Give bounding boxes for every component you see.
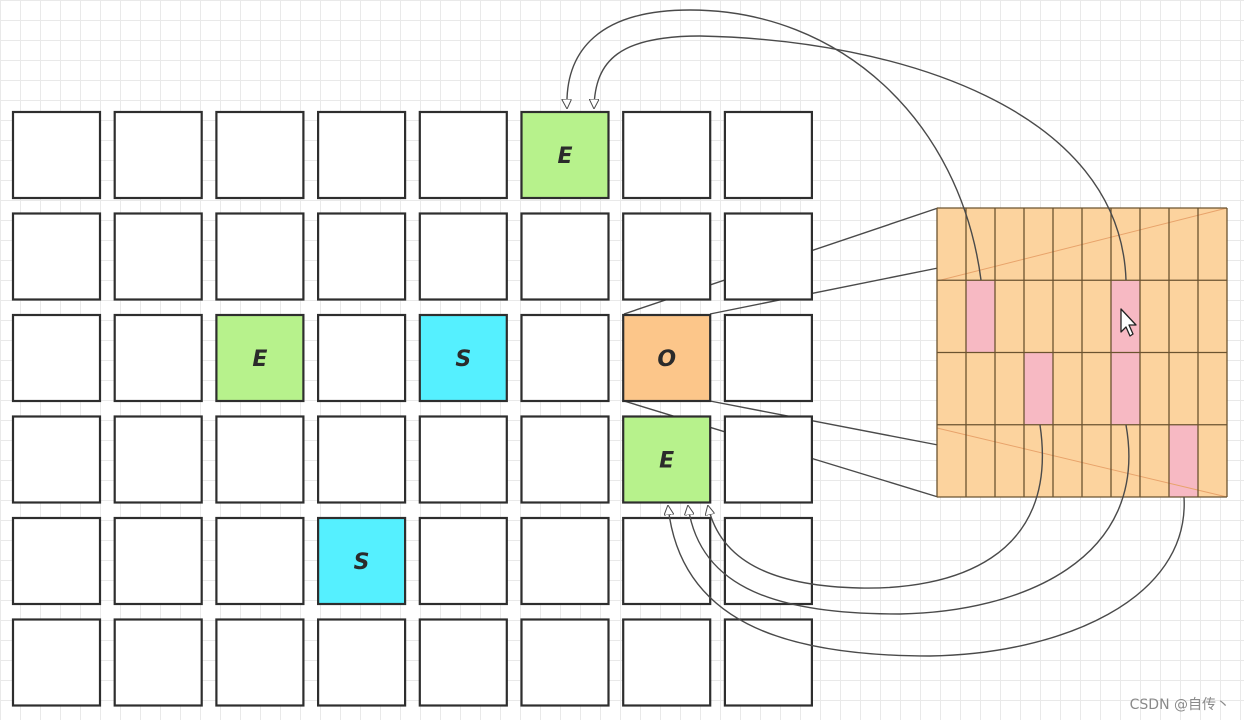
grid-cell (723, 212, 814, 301)
board-grid: E E S O E S (11, 110, 814, 707)
cell-label: E (659, 449, 674, 474)
grid-cell (520, 313, 610, 403)
grid-cell (418, 212, 508, 301)
cell-enemy (520, 110, 610, 200)
mapping-arrow-2 (594, 35, 1127, 281)
grid-cell (317, 618, 407, 707)
grid-cell (11, 516, 102, 606)
cell-label: E (557, 144, 572, 169)
mapping-arrow-1 (567, 9, 982, 281)
cell-label: E (252, 347, 267, 372)
mapping-arrow-4 (688, 424, 1130, 615)
grid-cell (215, 212, 305, 301)
cell-enemy (622, 415, 712, 504)
grid-cell (520, 618, 610, 707)
grid-cell (317, 313, 407, 403)
grid-cell (418, 110, 508, 200)
grid-cell (622, 212, 712, 301)
grid-cell (622, 110, 712, 200)
cursor-icon (1120, 308, 1137, 337)
grid-cell (622, 516, 712, 606)
cell-self (418, 313, 508, 403)
cell-label: S (455, 347, 471, 372)
projection-line-top-right (709, 267, 939, 315)
projection-line-bottom-right (709, 400, 939, 446)
cell-label: S (354, 550, 370, 575)
grid-cell (11, 618, 102, 707)
mapping-arrow-5 (668, 496, 1185, 657)
grid-cell (113, 516, 203, 606)
grid-cell (418, 516, 508, 606)
grid-cell (11, 313, 102, 403)
cell-label: O (657, 347, 676, 372)
grid-cell (723, 415, 814, 504)
bit-matrix (936, 207, 1228, 498)
cell-self (317, 516, 407, 606)
mapping-arrows (567, 9, 1185, 657)
cell-origin (622, 313, 712, 403)
grid-cell (113, 110, 203, 200)
grid-cell (317, 212, 407, 301)
grid-cell (317, 415, 407, 504)
bit-matrix-highlight-cell (1111, 352, 1140, 425)
grid-cell (723, 110, 814, 200)
grid-cell (215, 618, 305, 707)
grid-cell (520, 212, 610, 301)
grid-cell (622, 618, 712, 707)
grid-cell (113, 313, 203, 403)
grid-cell (418, 415, 508, 504)
grid-cell (520, 516, 610, 606)
grid-cell (113, 618, 203, 707)
bit-matrix-highlight-cell (966, 280, 995, 353)
grid-cell (723, 313, 814, 403)
grid-cell (215, 415, 305, 504)
bit-matrix-highlight-cell (1169, 424, 1198, 497)
grid-cell (113, 415, 203, 504)
grid-cell (113, 212, 203, 301)
grid-cell (215, 110, 305, 200)
bit-matrix-highlight-cell (1024, 352, 1053, 425)
grid-cell (317, 110, 407, 200)
watermark: CSDN @自传丶 (1129, 697, 1230, 713)
mapping-arrow-3 (708, 424, 1043, 589)
grid-cell (11, 415, 102, 504)
grid-cell (418, 618, 508, 707)
grid-cell (215, 516, 305, 606)
grid-cell (723, 516, 814, 606)
grid-cell (11, 110, 102, 200)
grid-cell (11, 212, 102, 301)
cell-enemy (215, 313, 305, 403)
grid-cell (520, 415, 610, 504)
